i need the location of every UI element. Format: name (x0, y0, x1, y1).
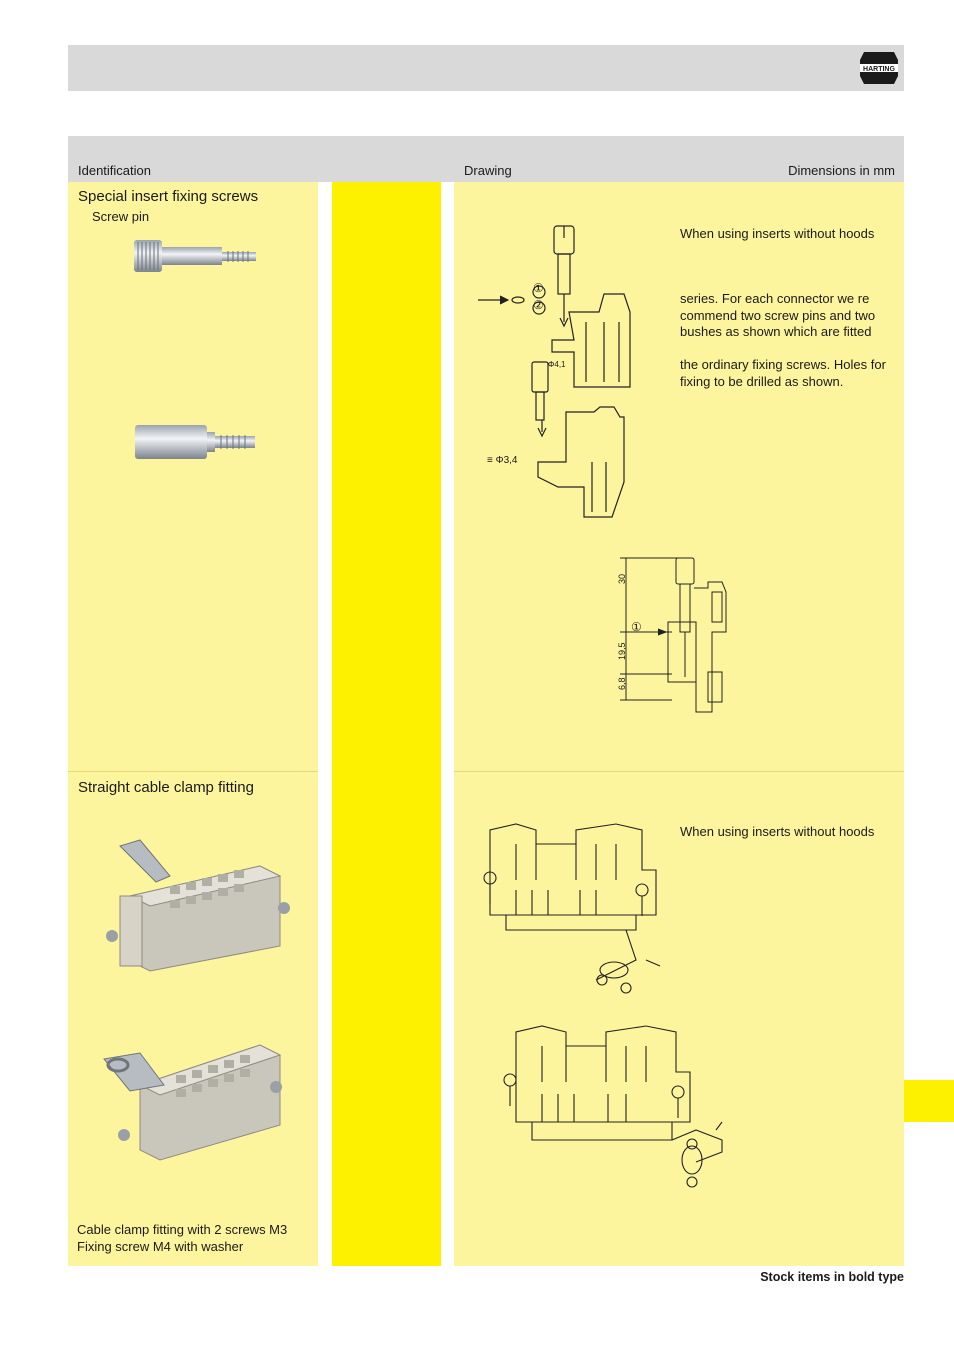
col-identification-label: Identification (78, 163, 151, 178)
note-line: the ordinary fixing screws. Holes for (680, 357, 886, 372)
table-header (68, 136, 904, 182)
caption-block: Cable clamp fitting with 2 screws M3 Fix… (77, 1222, 287, 1255)
note-text: When using inserts without hoods (680, 824, 875, 839)
note-line: series. For each connector we re (680, 291, 870, 306)
callout-1: ① (533, 281, 544, 295)
note-line: fixing to be drilled as shown. (680, 373, 844, 389)
caption-line: Fixing screw M4 with washer (77, 1238, 244, 1254)
insert-with-clamp-image-1 (106, 839, 290, 972)
col-dimensions-label: Dimensions in mm (788, 163, 895, 178)
section-subtitle-screw-pin: Screw pin (92, 209, 150, 224)
note-line: bushes as shown which are fitted (680, 324, 872, 339)
bush-image (135, 425, 255, 459)
hole-dimension: Φ4,1 (548, 360, 566, 369)
callout-1-side: ① (631, 620, 642, 634)
section-title-fixing-screws: Special insert fixing screws (78, 188, 259, 205)
col-drawing-label: Drawing (464, 163, 512, 178)
insert-with-clamp-image-2 (103, 1044, 282, 1161)
row-divider (454, 771, 904, 772)
stock-note: Stock items in bold type (760, 1270, 904, 1284)
caption-line: Cable clamp fitting with 2 screws M3 (77, 1222, 288, 1237)
callout-2: ② (533, 298, 544, 312)
brand-label: HARTING (863, 66, 895, 73)
note-text-block: series. For each connector we re commend… (680, 291, 875, 341)
dimension-19-5: 19,5 (617, 642, 627, 660)
drawing-column (454, 182, 904, 1266)
clamp-assembly-drawing-2 (503, 1025, 723, 1188)
note-line: commend two screw pins and two (680, 307, 876, 323)
note-text-block: the ordinary fixing screws. Holes for fi… (680, 357, 886, 390)
drill-hole-dimension: ≡ Φ3,4 (487, 455, 518, 466)
note-text: When using inserts without hoods (680, 226, 875, 241)
part-number-column (332, 182, 441, 1266)
section-title-cable-clamp: Straight cable clamp fitting (78, 779, 254, 796)
dimension-30: 30 (617, 573, 627, 584)
dimension-drawing (620, 557, 727, 713)
screw-pin-image (134, 240, 256, 272)
assembly-drawing (478, 225, 631, 518)
harting-logo: HARTING (860, 52, 898, 84)
row-divider (68, 771, 318, 772)
clamp-assembly-drawing-1 (483, 823, 661, 994)
dimension-6-8: 6,8 (617, 677, 627, 690)
top-banner (68, 45, 904, 91)
chapter-tab (904, 1080, 954, 1122)
